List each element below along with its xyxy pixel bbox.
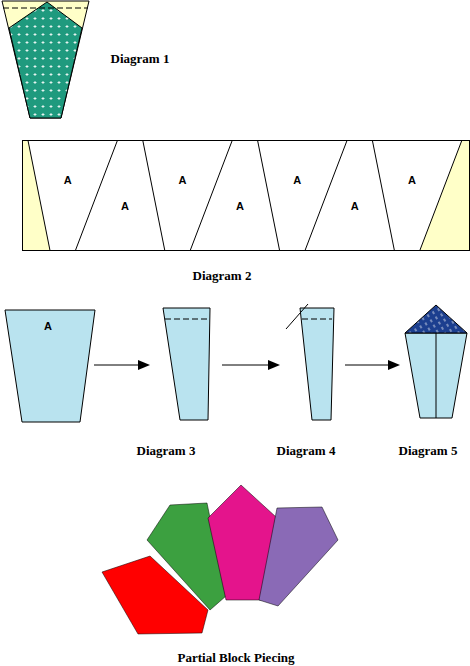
diagram-caption: Diagram 1 [111, 52, 170, 65]
diagram-caption: Diagram 5 [399, 444, 458, 457]
cut-line [372, 141, 394, 251]
strip-border [23, 141, 470, 251]
diagram-caption: Diagram 3 [137, 444, 196, 457]
diagram-caption: Diagram 2 [193, 269, 252, 282]
part-letter: A [351, 201, 359, 212]
diagram-caption: Diagram 4 [277, 444, 336, 457]
waste-triangle [420, 141, 469, 251]
cut-line [143, 141, 165, 251]
part-letter: A [121, 201, 129, 212]
cut-line [75, 141, 117, 251]
cut-line [258, 141, 280, 251]
diagram-1-piece [2, 1, 89, 118]
part-letter: A [44, 321, 52, 332]
diagram-3-5-steps [5, 304, 467, 422]
partial-block-fan [102, 485, 338, 634]
part-letter: A [64, 175, 72, 186]
waste-triangle [23, 141, 50, 251]
figure-caption: Partial Block Piecing [178, 651, 295, 664]
part-letter: A [236, 201, 244, 212]
part-letter: A [293, 175, 301, 186]
cut-line [28, 141, 50, 251]
part-letter: A [408, 175, 416, 186]
cut-line [420, 141, 462, 251]
cut-line [305, 141, 347, 251]
part-letter: A [179, 175, 187, 186]
diagram-2-strip [23, 141, 470, 251]
cut-line [190, 141, 232, 251]
